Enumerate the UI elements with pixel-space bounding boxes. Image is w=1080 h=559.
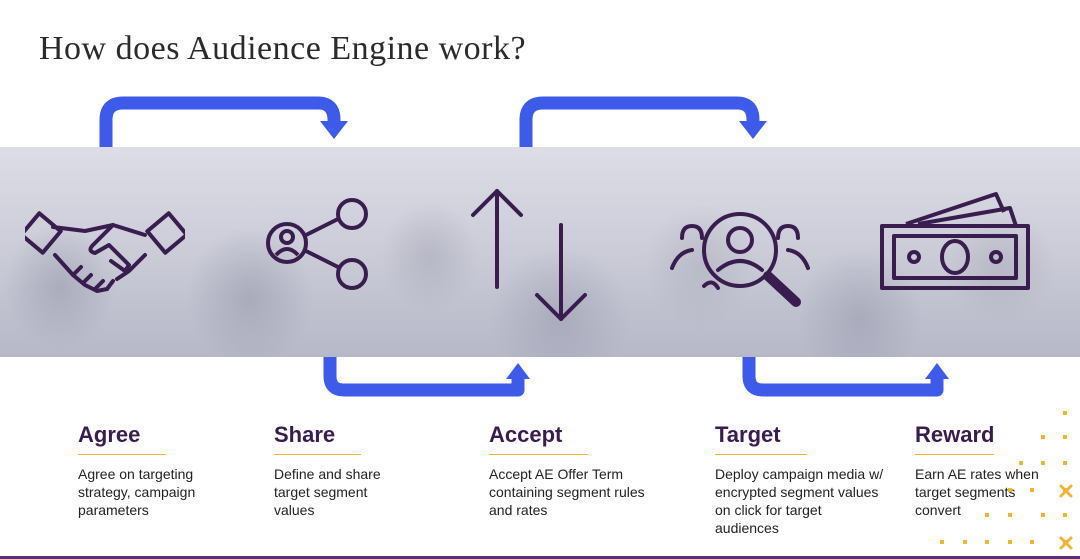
arrowhead-reward [925, 363, 949, 379]
step-reward-description: Earn AE rates when target segments conve… [915, 466, 1039, 518]
arrow-accept-to-target [519, 96, 760, 147]
arrow-agree-to-share [99, 96, 341, 147]
step-accept-title: Accept [489, 422, 589, 455]
bottom-divider [0, 556, 1080, 559]
step-share: Share Define and share target segment va… [274, 422, 474, 519]
step-agree: Agree Agree on targeting strategy, campa… [78, 422, 278, 519]
arrowhead-share [320, 121, 348, 139]
step-agree-title: Agree [78, 422, 167, 455]
step-share-description: Define and share target segment values [274, 466, 381, 518]
step-agree-description: Agree on targeting strategy, campaign pa… [78, 466, 196, 518]
arrowhead-accept [506, 363, 530, 379]
step-accept: Accept Accept AE Offer Term containing s… [489, 422, 689, 519]
background-photo-band [0, 147, 1080, 357]
up-down-arrows-icon [471, 189, 587, 321]
arrow-target-to-reward [742, 357, 944, 397]
step-accept-description: Accept AE Offer Term containing segment … [489, 466, 645, 518]
handshake-icon [25, 211, 185, 293]
money-icon [880, 192, 1030, 290]
page-title: How does Audience Engine work? [39, 30, 527, 67]
step-share-title: Share [274, 422, 362, 455]
step-reward-title: Reward [915, 422, 995, 455]
share-icon [266, 198, 368, 290]
step-target: Target Deploy campaign media w/ encrypte… [715, 422, 915, 537]
audience-search-icon [670, 212, 810, 307]
step-target-title: Target [715, 422, 807, 455]
arrow-share-to-accept [323, 357, 525, 397]
step-reward: Reward Earn AE rates when target segment… [915, 422, 1065, 519]
arrowhead-target [739, 121, 767, 139]
step-target-description: Deploy campaign media w/ encrypted segme… [715, 466, 884, 536]
